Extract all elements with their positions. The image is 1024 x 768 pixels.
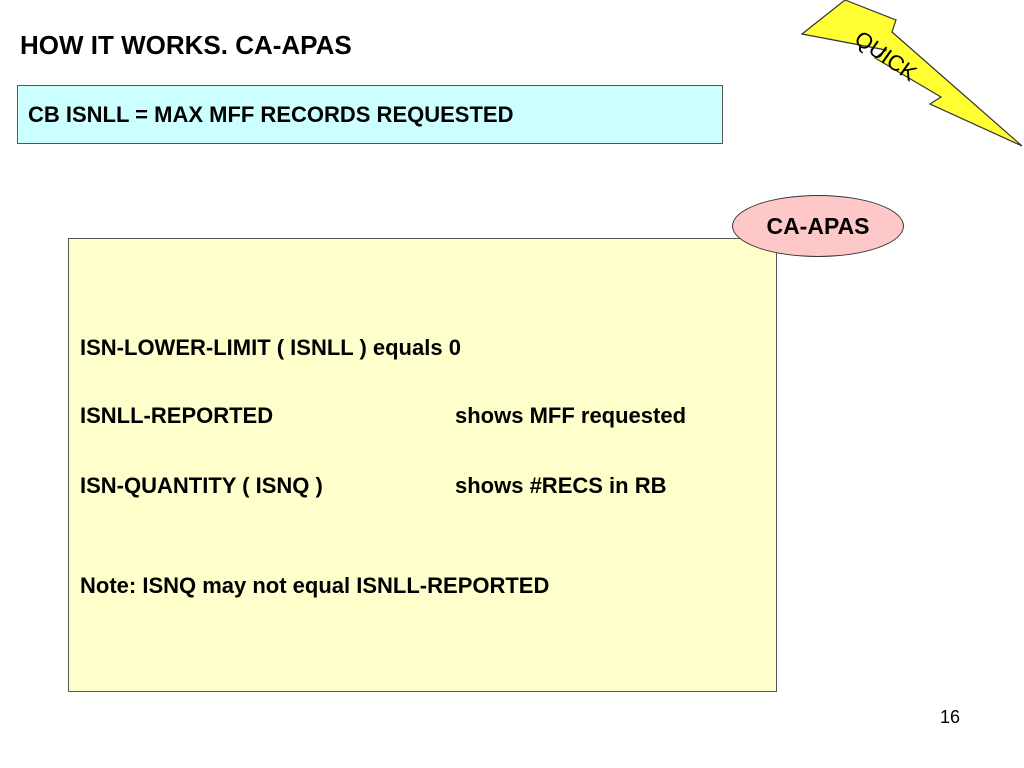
ca-apas-badge: CA-APAS <box>732 195 904 257</box>
row-isnll-reported-label: ISNLL-REPORTED <box>80 403 274 428</box>
row-isn-lower-limit: ISN-LOWER-LIMIT ( ISNLL ) equals 0 <box>80 335 461 360</box>
page-number: 16 <box>940 707 961 727</box>
lightning-bolt-icon <box>800 0 1023 147</box>
note-text: Note: ISNQ may not equal ISNLL-REPORTED <box>80 573 550 598</box>
row-isnll-reported-value: shows MFF requested <box>455 403 687 428</box>
row-isn-quantity-label: ISN-QUANTITY ( ISNQ ) <box>80 473 323 498</box>
subtitle-box: CB ISNLL = MAX MFF RECORDS REQUESTED <box>17 85 723 144</box>
quick-lightning-bolt: QUICK <box>800 0 1023 147</box>
slide-title: HOW IT WORKS. CA-APAS <box>20 30 352 60</box>
subtitle-text: CB ISNLL = MAX MFF RECORDS REQUESTED <box>28 102 514 127</box>
row-isn-quantity-value: shows #RECS in RB <box>455 473 667 498</box>
content-box: ISN-LOWER-LIMIT ( ISNLL ) equals 0 ISNLL… <box>68 238 777 692</box>
